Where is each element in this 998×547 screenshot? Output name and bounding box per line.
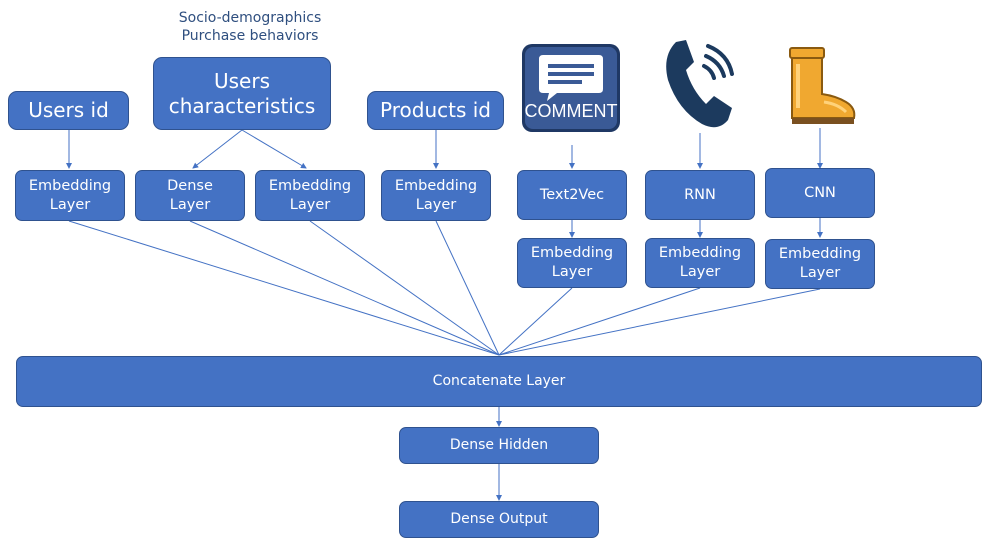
- products-id-box: Products id: [367, 91, 504, 130]
- users-characteristics-label: Users characteristics: [168, 68, 316, 118]
- text2vec-layer: Text2Vec: [517, 170, 627, 220]
- users-id-box: Users id: [8, 91, 129, 130]
- text-embedding-layer-label: Embedding Layer: [530, 245, 614, 280]
- cnn-layer: CNN: [765, 168, 875, 218]
- characteristics-dense-layer: Dense Layer: [135, 170, 245, 221]
- characteristics-embedding-layer-label: Embedding Layer: [268, 177, 352, 213]
- products-id-label: Products id: [380, 98, 491, 122]
- dense-output-layer-label: Dense Output: [450, 511, 548, 528]
- rnn-layer: RNN: [645, 170, 755, 220]
- dense-output-layer: Dense Output: [399, 501, 599, 538]
- users-id-label: Users id: [28, 98, 109, 122]
- text2vec-layer-label: Text2Vec: [539, 186, 605, 203]
- phone-icon: [662, 38, 734, 132]
- comment-icon-label: COMMENT: [524, 101, 618, 121]
- dense-hidden-layer-label: Dense Hidden: [449, 437, 549, 454]
- users-embedding-layer: Embedding Layer: [15, 170, 125, 221]
- users-embedding-layer-label: Embedding Layer: [28, 177, 112, 213]
- products-embedding-layer-label: Embedding Layer: [394, 177, 478, 213]
- rnn-embedding-layer-label: Embedding Layer: [658, 245, 742, 280]
- characteristics-dense-layer-label: Dense Layer: [167, 177, 213, 213]
- cnn-layer-label: CNN: [804, 184, 836, 201]
- boot-icon: [784, 46, 858, 126]
- comment-icon: COMMENT: [521, 43, 621, 133]
- concatenate-layer-label: Concatenate Layer: [432, 373, 566, 390]
- concatenate-layer: Concatenate Layer: [16, 356, 982, 407]
- cnn-embedding-layer-label: Embedding Layer: [778, 246, 862, 281]
- characteristics-annotation: Socio-demographics Purchase behaviors: [178, 10, 322, 45]
- products-embedding-layer: Embedding Layer: [381, 170, 491, 221]
- dense-hidden-layer: Dense Hidden: [399, 427, 599, 464]
- characteristics-embedding-layer: Embedding Layer: [255, 170, 365, 221]
- rnn-embedding-layer: Embedding Layer: [645, 238, 755, 288]
- rnn-layer-label: RNN: [684, 186, 716, 203]
- text-embedding-layer: Embedding Layer: [517, 238, 627, 288]
- cnn-embedding-layer: Embedding Layer: [765, 239, 875, 289]
- users-characteristics-box: Users characteristics: [153, 57, 331, 130]
